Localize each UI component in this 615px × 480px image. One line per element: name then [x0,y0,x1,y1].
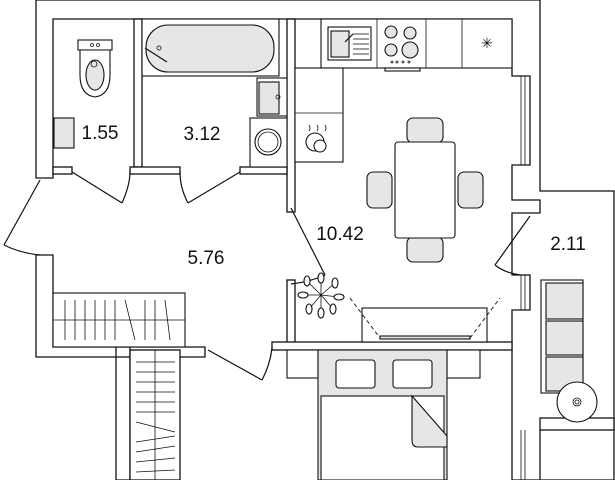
kitchen-sink [327,26,372,61]
room-area-kitchen: 10.42 [316,224,364,245]
bed [286,349,481,480]
room-area-bathroom: 3.12 [184,124,221,145]
balcony-sofa [540,279,598,423]
hall-wardrobe [52,292,186,348]
room-area-hallway: 5.76 [188,248,225,269]
dining-table [366,117,484,263]
room-area-balcony: 2.11 [550,234,586,255]
stove [384,25,421,72]
toilet-fixture [53,39,113,149]
bathtub [141,18,280,77]
room-area-toilet: 1.55 [82,123,119,144]
plant [297,272,345,319]
doors [3,171,531,381]
bedroom-wardrobe [135,350,176,480]
extractor-icon: ✳ [481,35,493,51]
water-heater [305,124,327,153]
bathroom-sink [256,77,288,117]
tv-stand [349,297,501,343]
washing-machine [249,117,288,168]
